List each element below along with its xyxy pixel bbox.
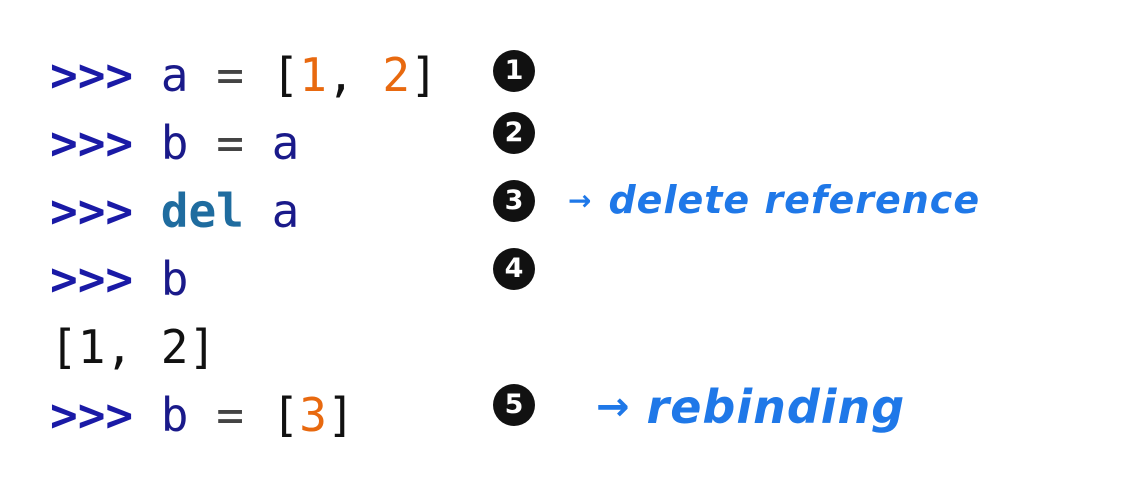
code-line-6: >>> b = [3] — [50, 381, 438, 449]
keyword: del — [160, 184, 244, 238]
number-literal: 1 — [299, 48, 327, 102]
callout-marker-2: 2 — [493, 112, 535, 154]
repl-prompt: >>> — [50, 184, 134, 238]
identifier: b — [160, 388, 189, 442]
identifier: b — [160, 116, 189, 170]
arrow-right-icon: → — [596, 384, 631, 430]
annotation-text: delete reference — [608, 178, 981, 222]
number-literal: 2 — [382, 48, 411, 102]
repl-prompt: >>> — [50, 388, 134, 442]
callout-marker-3: 3 — [493, 180, 535, 222]
identifier: b — [160, 252, 189, 306]
number-literal: 3 — [299, 388, 327, 442]
annotation-delete-reference: → delete reference — [568, 170, 980, 230]
repl-output: [1, 2] — [50, 320, 217, 374]
callout-marker-1: 1 — [493, 50, 535, 92]
callout-marker-4: 4 — [493, 248, 535, 290]
arrow-right-icon: → — [568, 183, 593, 217]
identifier: a — [271, 116, 300, 170]
repl-prompt: >>> — [50, 116, 134, 170]
operator: = — [188, 388, 272, 442]
code-line-4: >>> b — [50, 245, 438, 313]
bracket: [ — [271, 388, 300, 442]
repl-prompt: >>> — [50, 48, 134, 102]
bracket: ] — [327, 388, 355, 442]
bracket: [ — [271, 48, 300, 102]
code-line-3: >>> del a — [50, 177, 438, 245]
annotation-rebinding: → rebinding — [596, 372, 905, 442]
python-repl-snippet: >>> a = [1, 2] >>> b = a >>> del a >>> b… — [50, 41, 438, 449]
identifier: a — [271, 184, 300, 238]
callout-marker-5: 5 — [493, 384, 535, 426]
operator: = — [188, 116, 272, 170]
identifier: a — [160, 48, 189, 102]
code-output-line: [1, 2] — [50, 313, 438, 381]
comma: , — [327, 48, 383, 102]
annotation-text: rebinding — [646, 380, 906, 434]
repl-prompt: >>> — [50, 252, 134, 306]
code-line-1: >>> a = [1, 2] — [50, 41, 438, 109]
bracket: ] — [410, 48, 438, 102]
code-line-2: >>> b = a — [50, 109, 438, 177]
operator: = — [188, 48, 272, 102]
